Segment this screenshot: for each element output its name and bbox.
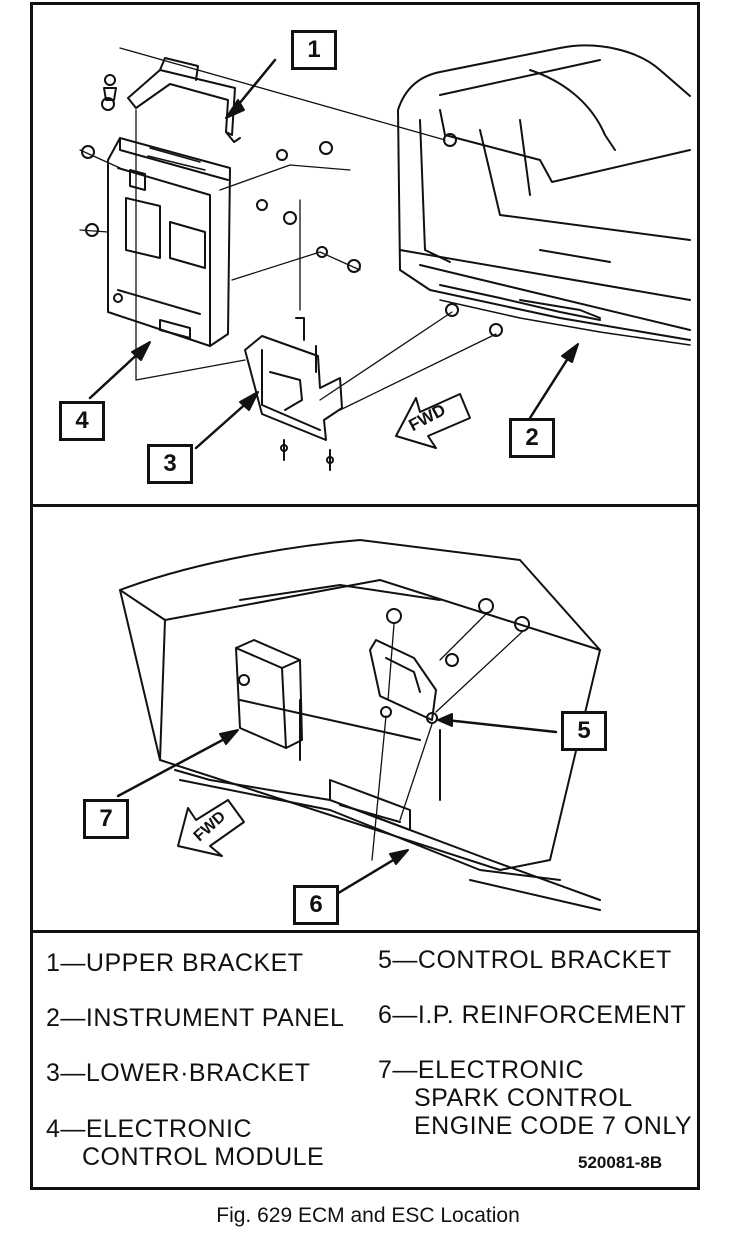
figure-id: 520081-8B <box>578 1153 663 1172</box>
panel-divider-top <box>30 504 700 507</box>
legend-item-7-line1: 7—ELECTRONIC <box>378 1056 585 1084</box>
legend-item-6: 6—I.P. REINFORCEMENT <box>378 1001 687 1029</box>
callout-1: 1 <box>291 30 337 70</box>
legend-item-3: 3—LOWER·BRACKET <box>46 1059 311 1087</box>
callout-4: 4 <box>59 401 105 441</box>
instrument-panel-drawing <box>397 44 691 346</box>
callout-3: 3 <box>147 444 193 484</box>
upper-bracket-drawing <box>101 57 241 143</box>
ip-carrier-drawing <box>119 539 601 911</box>
figure-caption: Fig. 629 ECM and ESC Location <box>216 1204 520 1227</box>
esc-module-drawing <box>235 639 303 749</box>
ecm-module-drawing <box>81 137 231 347</box>
control-bracket-drawing <box>369 598 530 724</box>
legend-item-4-line2: CONTROL MODULE <box>82 1143 325 1171</box>
legend-item-2: 2—INSTRUMENT PANEL <box>46 1004 345 1032</box>
legend-item-1: 1—UPPER BRACKET <box>46 949 304 977</box>
figure-frame <box>30 2 700 1190</box>
fwd-arrow-bottom <box>177 799 245 857</box>
legend-item-7-line2: SPARK CONTROL <box>414 1084 633 1112</box>
panel-divider-legend <box>30 930 700 933</box>
legend-item-4-line1: 4—ELECTRONIC <box>46 1115 253 1143</box>
callout-6: 6 <box>293 885 339 925</box>
lower-bracket-drawing <box>244 141 361 471</box>
fwd-arrow-top <box>395 393 471 449</box>
callout-2: 2 <box>509 418 555 458</box>
legend-item-7-line3: ENGINE CODE 7 ONLY <box>414 1112 693 1140</box>
callout-5: 5 <box>561 711 607 751</box>
legend-item-5: 5—CONTROL BRACKET <box>378 946 672 974</box>
callout-7: 7 <box>83 799 129 839</box>
